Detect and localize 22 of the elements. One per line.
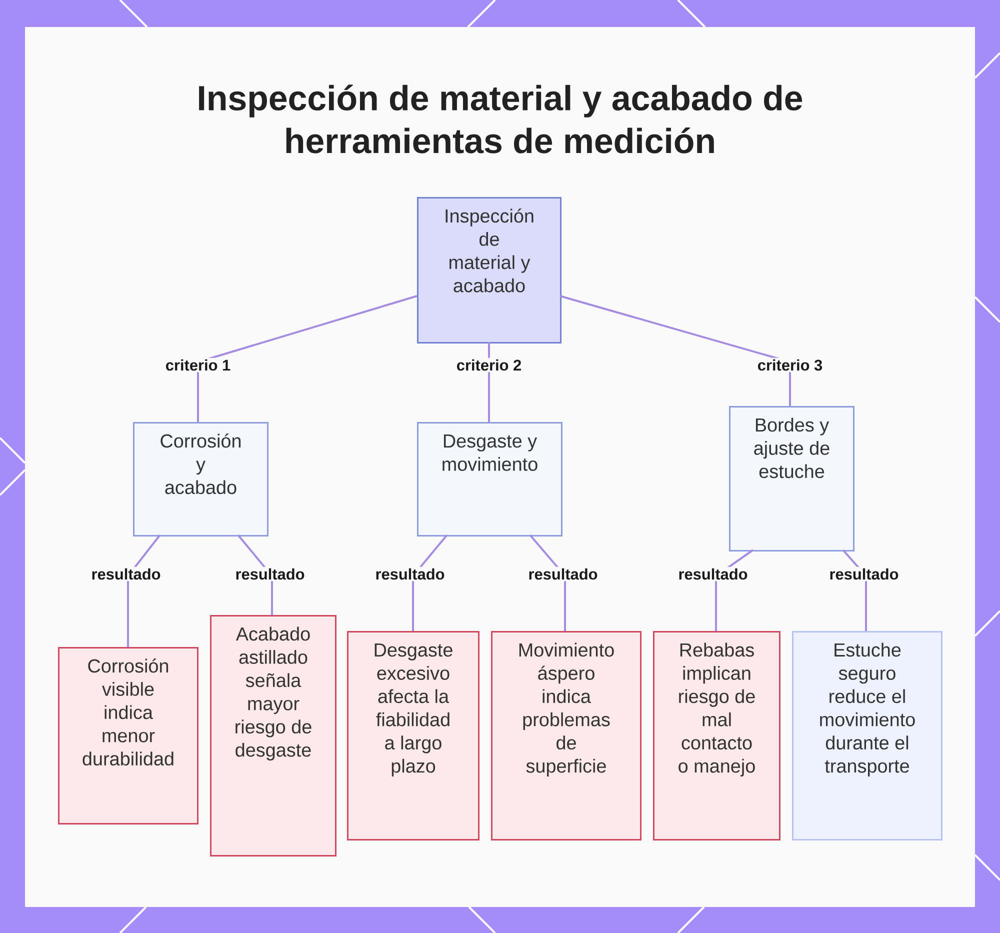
result-box: Estuche seguro reduce el movimiento durante el transporte: [792, 631, 942, 840]
root-box: Inspección de material y acabado: [417, 197, 562, 344]
edge-label: resultado: [828, 566, 900, 582]
result-box: Rebabas implican riesgo de mal contacto o manejo: [653, 631, 780, 840]
edge-label: resultado: [90, 566, 162, 582]
edge-label: resultado: [374, 566, 446, 582]
connector-line: [560, 295, 791, 406]
connector-line: [127, 534, 161, 647]
connector-line: [197, 295, 418, 422]
edge-label: criterio 3: [756, 358, 824, 372]
edge-label: resultado: [526, 566, 600, 582]
result-box: Corrosión visible indica menor durabilidad: [58, 647, 198, 824]
edge-label: resultado: [676, 566, 750, 582]
category-box: Corrosión y acabado: [133, 422, 268, 536]
result-box: Desgaste excesivo afecta la fiabilidad a largo plazo: [347, 631, 480, 840]
result-box: Acabado astillado señala mayor riesgo de desgaste: [210, 615, 336, 856]
result-box: Movimiento áspero indica problemas de superficie: [491, 631, 642, 840]
edge-label: resultado: [234, 566, 306, 582]
category-box: Bordes y ajuste de estuche: [729, 406, 854, 552]
category-box: Desgaste y movimiento: [417, 422, 562, 536]
edge-label: criterio 1: [164, 358, 232, 372]
title: Inspección de material y acabado de herramientas de medición: [199, 84, 802, 154]
